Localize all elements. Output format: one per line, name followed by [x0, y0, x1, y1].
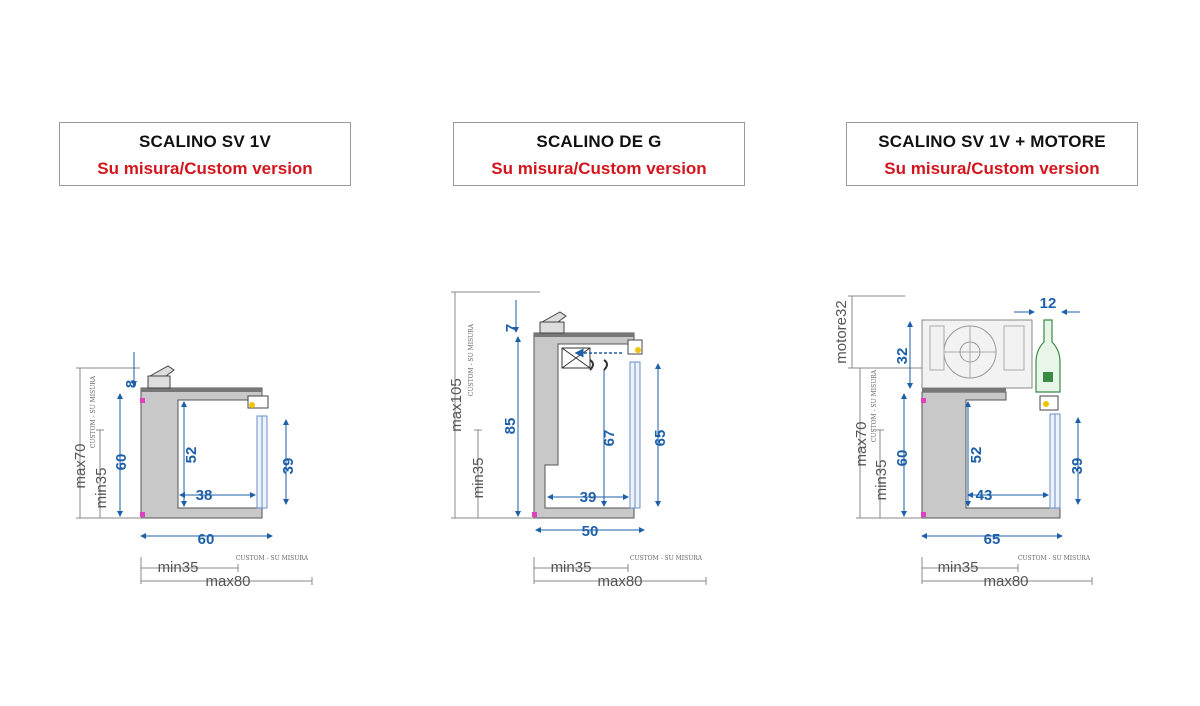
dim-width: 50: [582, 523, 599, 540]
vertical-range-2: [451, 291, 540, 519]
cabinet-top-strip: [534, 333, 634, 337]
dim-min-width: min35: [938, 559, 979, 576]
custom-label: CUSTOM - SU MISURA: [871, 369, 878, 442]
custom-label: CUSTOM - SU MISURA: [630, 555, 703, 562]
dim-inner-width: 43: [976, 487, 993, 504]
dim-min-height: min35: [873, 460, 890, 501]
dim-min-height: min35: [470, 458, 487, 499]
cabinet-body: [921, 391, 1061, 519]
panel-title: SCALINO SV 1V + MOTORE: [878, 132, 1106, 151]
marker-icon: [921, 398, 926, 403]
dim-inner-height: 67: [601, 430, 618, 447]
faucet-icon: [147, 365, 175, 389]
dim-door-height: 39: [1069, 458, 1086, 475]
custom-label: CUSTOM - SU MISURA: [236, 555, 309, 562]
horizontal-range-3: [921, 557, 1093, 585]
cabinet-top-strip: [922, 388, 1006, 392]
dim-inner-width: 38: [196, 487, 213, 504]
dim-top: 8: [123, 380, 140, 388]
panel-title-box-3: SCALINO SV 1V + MOTORE Su misura/Custom …: [846, 122, 1138, 186]
panel-title: SCALINO DE G: [536, 132, 662, 151]
bottle-label: [1043, 372, 1053, 382]
faucet-icon: [539, 311, 567, 334]
dim-max-height: max70: [72, 443, 89, 488]
diagram-2: max105 min35 CUSTOM - SU MISURA 7 85 67: [448, 291, 707, 590]
custom-label: CUSTOM - SU MISURA: [468, 323, 475, 396]
custom-label: CUSTOM - SU MISURA: [1018, 555, 1091, 562]
vertical-range-3: [848, 295, 925, 519]
marker-icon: [921, 512, 926, 517]
dim-motor-width: 12: [1040, 295, 1057, 312]
panel-subtitle: Su misura/Custom version: [491, 159, 707, 178]
panel-title-box-2: SCALINO DE G Su misura/Custom version: [453, 122, 745, 186]
dim-inner-height: 52: [183, 447, 200, 464]
horizontal-range-2: [533, 557, 707, 585]
dim-inner-width: 39: [580, 489, 597, 506]
diagram-1: max70 min35 CUSTOM - SU MISURA 8 60 52 3…: [72, 352, 313, 590]
marker-icon: [140, 398, 145, 403]
dim-door-height: 65: [652, 430, 669, 447]
marker-icon: [532, 512, 537, 517]
marker-icon: [140, 512, 145, 517]
dim-min-width: min35: [158, 559, 199, 576]
dim-max-width: max80: [983, 573, 1028, 590]
dim-motor-height: 32: [894, 348, 911, 365]
panel-title-box-1: SCALINO SV 1V Su misura/Custom version: [59, 122, 351, 186]
dim-door-height: 39: [280, 458, 297, 475]
dim-width: 60: [198, 531, 215, 548]
lamp-bulb-icon: [1043, 401, 1049, 407]
dim-motor-range: motore32: [833, 300, 850, 363]
panel-subtitle: Su misura/Custom version: [884, 159, 1100, 178]
dim-height: 60: [894, 450, 911, 467]
panel-title: SCALINO SV 1V: [138, 132, 272, 151]
dim-min-width: min35: [551, 559, 592, 576]
dim-inner-height: 52: [968, 447, 985, 464]
dim-min-height: min35: [93, 468, 110, 509]
horizontal-range-1: [140, 557, 313, 585]
dim-height: 85: [502, 418, 519, 435]
dim-height: 60: [113, 454, 130, 471]
dim-max-width: max80: [205, 573, 250, 590]
lamp-bulb-icon: [635, 347, 641, 353]
dim-max-width: max80: [597, 573, 642, 590]
bottle-icon: [1035, 319, 1061, 393]
vertical-range-1: [76, 367, 140, 519]
lamp-bulb-icon: [249, 402, 255, 408]
lamp-icon: [1039, 395, 1059, 411]
dim-width: 65: [984, 531, 1001, 548]
motor-unit: [921, 319, 1033, 389]
cabinet-top-strip: [141, 388, 262, 392]
hook-icon: [603, 359, 608, 371]
custom-label: CUSTOM - SU MISURA: [90, 375, 97, 448]
diagram-3: motore32 max70 min35 CUSTOM - SU MISURA: [833, 295, 1093, 590]
dim-max-height: max105: [448, 378, 465, 431]
dim-top: 7: [503, 324, 520, 332]
panel-subtitle: Su misura/Custom version: [97, 159, 313, 178]
hook-icon: [589, 359, 594, 371]
dim-max-height: max70: [853, 421, 870, 466]
